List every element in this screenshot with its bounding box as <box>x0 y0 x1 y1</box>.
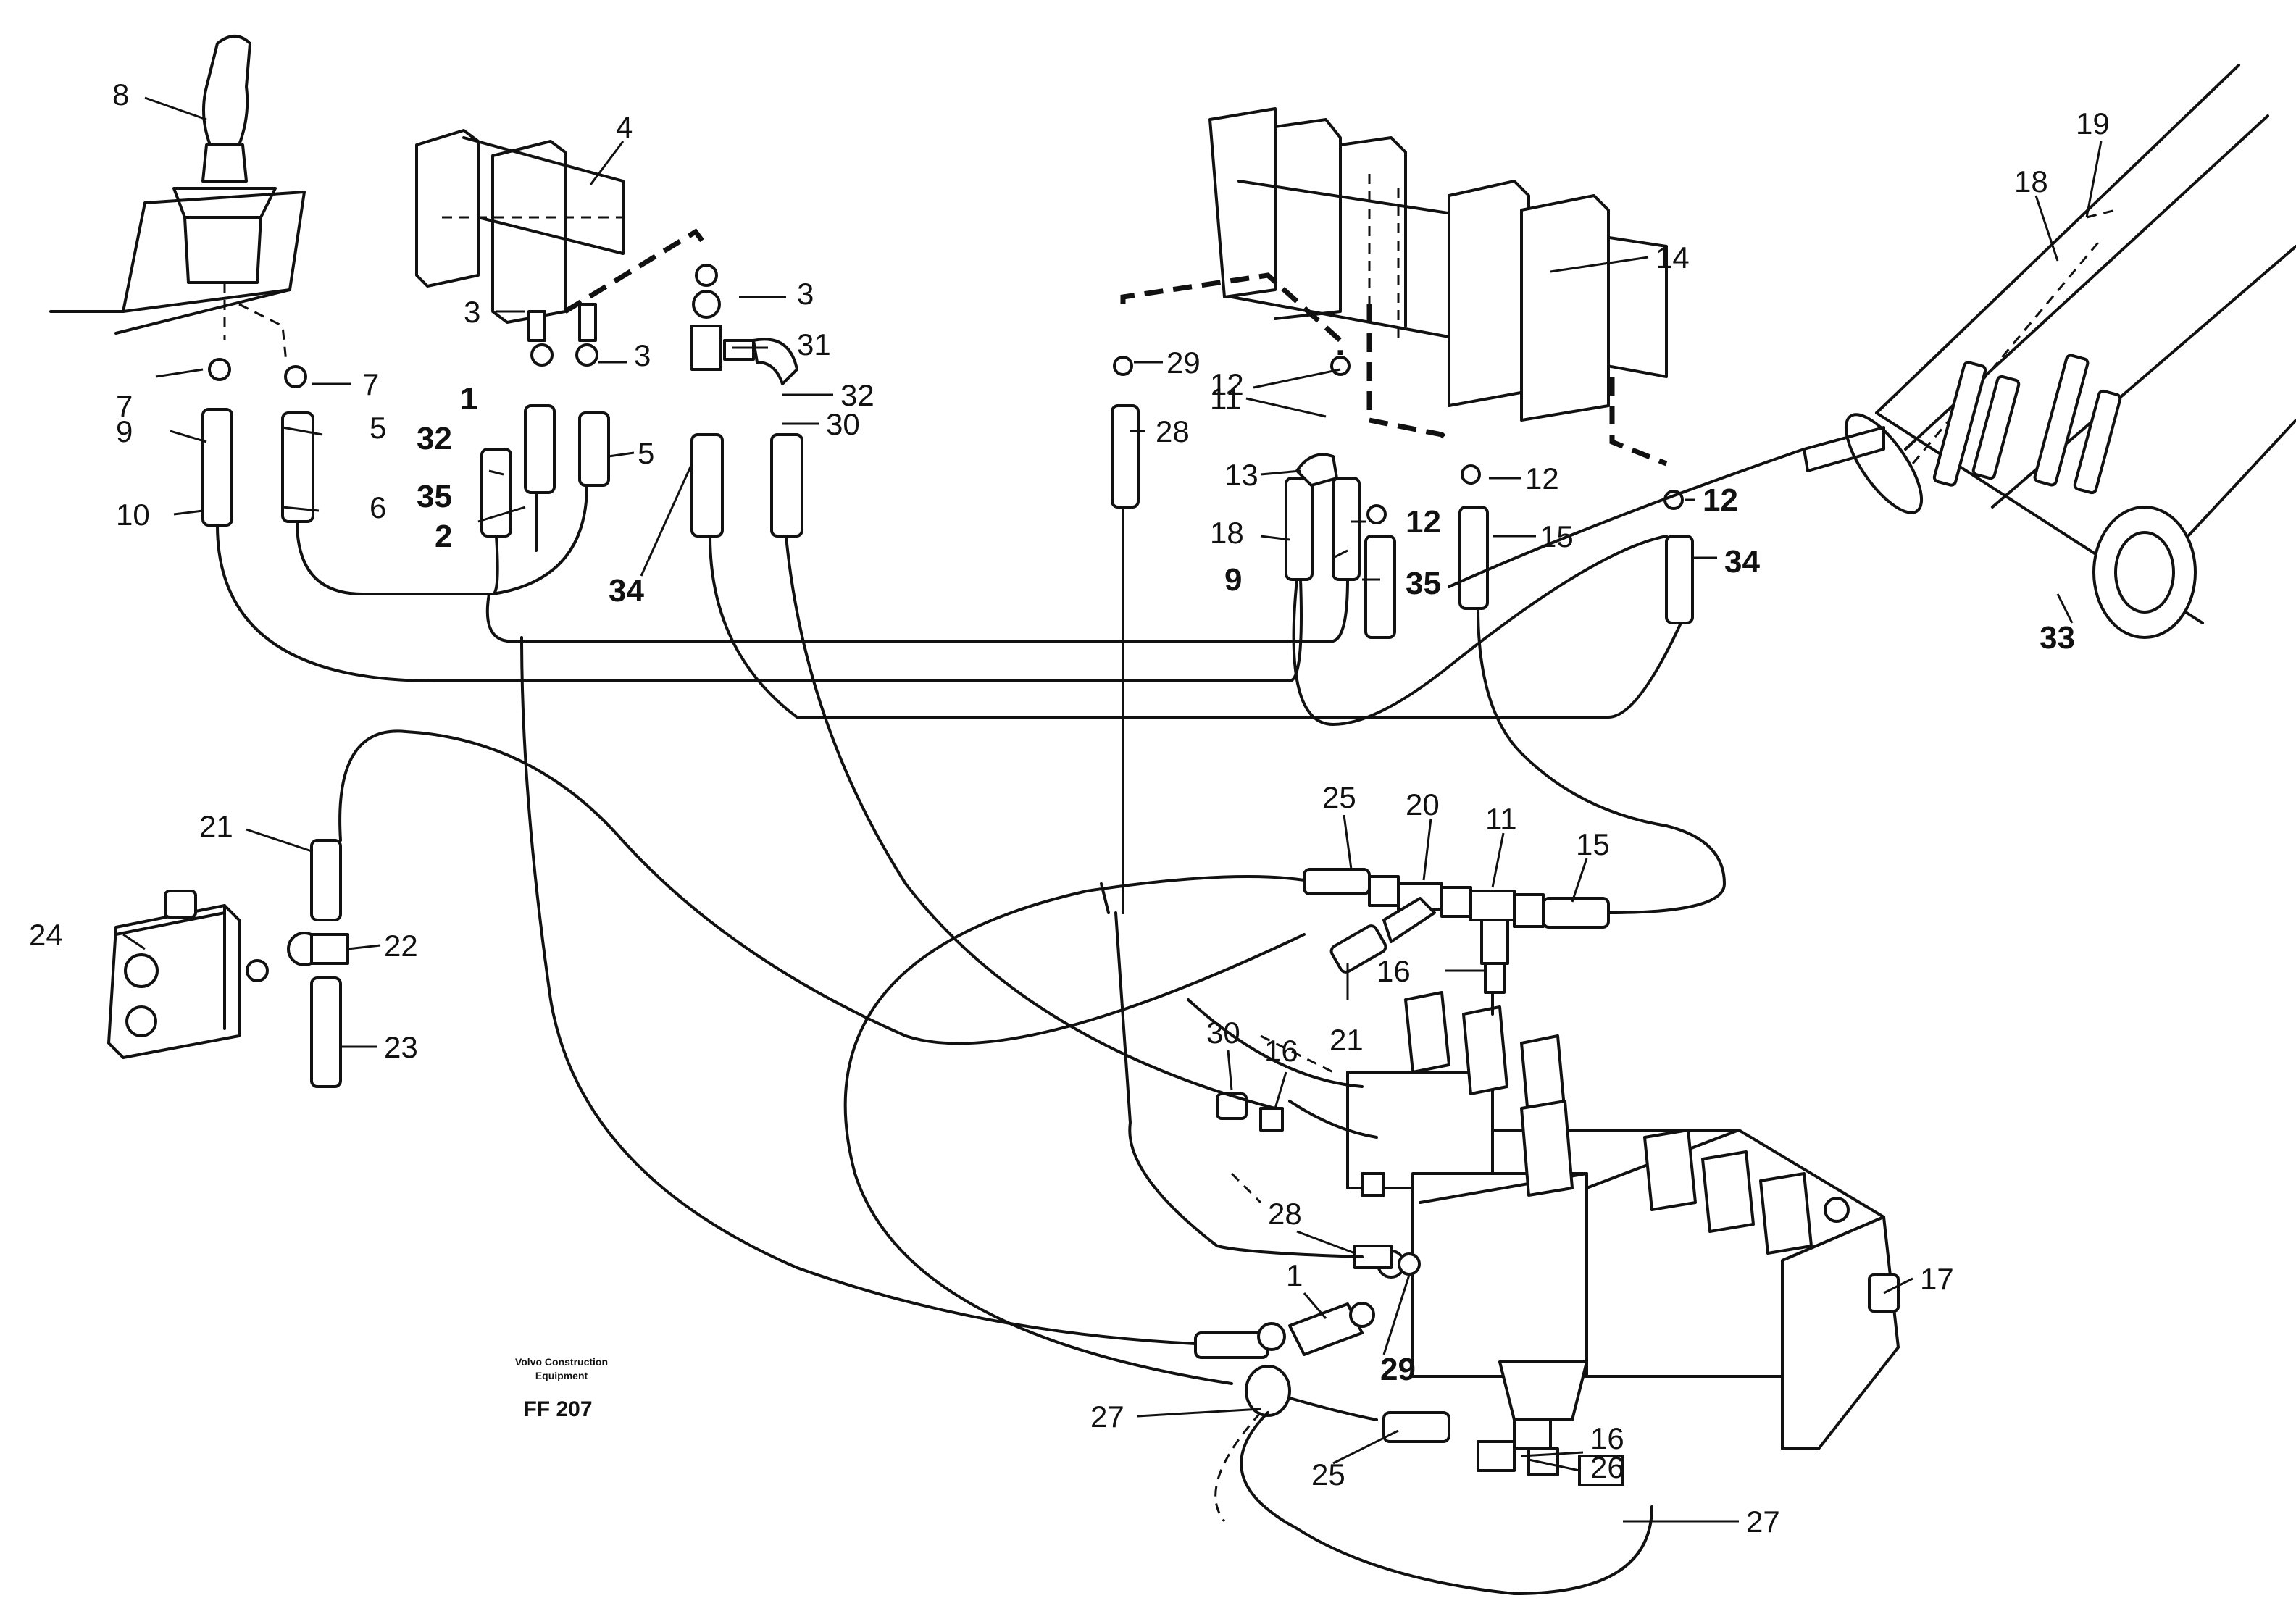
callout-25-b: 25 <box>1311 1457 1345 1492</box>
callout-1-a: 1 <box>460 381 477 417</box>
callout-15-b: 15 <box>1576 827 1610 861</box>
callout-14: 14 <box>1656 241 1690 275</box>
callout-24: 24 <box>29 918 63 952</box>
callout-3-c: 3 <box>797 277 814 311</box>
callout-20: 20 <box>1406 787 1440 821</box>
valve-24 <box>107 839 349 1088</box>
callout-12-c: 12 <box>1525 461 1559 495</box>
callout-11-a: 11 <box>1210 382 1242 416</box>
solenoid-caps <box>1404 991 1813 1255</box>
callout-27-a: 27 <box>1090 1400 1124 1434</box>
callout-5-a: 5 <box>370 411 386 445</box>
footer-block: Volvo Construction Equipment FF 207 <box>515 1356 608 1421</box>
drawing-code: FF 207 <box>523 1397 592 1421</box>
boom-arm-33 <box>1803 64 2296 639</box>
callout-3-a: 3 <box>464 295 480 329</box>
callout-labels: 8 4 3 3 3 7 7 1 32 31 32 9 10 5 6 5 35 2… <box>29 78 2110 1539</box>
callout-12-d: 12 <box>1703 482 1738 518</box>
callout-23: 23 <box>384 1030 418 1064</box>
callout-29-a: 29 <box>1166 346 1201 380</box>
callout-2: 2 <box>435 519 452 554</box>
callout-26: 26 <box>1590 1450 1624 1484</box>
callout-31: 31 <box>797 327 831 361</box>
callout-34-b: 34 <box>1724 544 1760 580</box>
callout-11-b: 11 <box>1485 802 1517 836</box>
brand-line-1: Volvo Construction <box>515 1356 608 1368</box>
callout-29-b: 29 <box>1380 1352 1416 1387</box>
lower-fittings <box>1194 1092 1624 1486</box>
valve-block-4 <box>415 129 625 538</box>
callout-9-a: 9 <box>116 414 133 448</box>
callout-10: 10 <box>116 498 150 532</box>
callout-5-b: 5 <box>638 436 654 470</box>
callout-30-a: 30 <box>826 407 860 441</box>
tee-manifold-20 <box>1303 868 1610 994</box>
callout-16-a: 16 <box>1377 954 1411 988</box>
callout-16-c: 16 <box>1590 1421 1624 1455</box>
main-control-valve-17 <box>1346 991 1900 1450</box>
callout-4: 4 <box>616 110 633 144</box>
callout-12-a: 12 <box>1210 367 1244 401</box>
callout-6: 6 <box>370 490 386 524</box>
callout-12-b: 12 <box>1406 504 1441 540</box>
callout-7-b: 7 <box>362 367 379 401</box>
callout-15-a: 15 <box>1540 519 1574 553</box>
callout-21-b: 21 <box>1329 1023 1364 1057</box>
callout-16-b: 16 <box>1264 1034 1298 1068</box>
callout-9-b: 9 <box>1224 562 1242 598</box>
callout-28-a: 28 <box>1156 414 1190 448</box>
callout-27-b: 27 <box>1746 1505 1780 1539</box>
callout-28-b: 28 <box>1268 1197 1302 1231</box>
valve-block-14 <box>1111 107 1694 639</box>
callout-7-a: 7 <box>116 389 133 423</box>
callout-22: 22 <box>384 929 418 963</box>
callout-19: 19 <box>2076 106 2110 141</box>
callout-35-a: 35 <box>417 479 452 514</box>
callout-33: 33 <box>2040 620 2075 656</box>
callout-1-b: 1 <box>1286 1258 1303 1292</box>
callout-18-a: 18 <box>1210 516 1244 550</box>
callout-3-b: 3 <box>634 338 651 372</box>
tee-fitting-group <box>564 228 803 538</box>
control-lever-assembly <box>49 35 314 527</box>
callout-17: 17 <box>1920 1262 1954 1296</box>
leader-lines <box>122 96 2103 1523</box>
callout-35-b: 35 <box>1406 566 1441 601</box>
callout-8: 8 <box>112 78 129 112</box>
callout-21-a: 21 <box>199 809 233 843</box>
brand-line-2: Equipment <box>535 1370 588 1381</box>
hydraulic-hoses <box>216 448 1806 1595</box>
callout-25-a: 25 <box>1322 780 1356 814</box>
callout-13: 13 <box>1224 458 1258 492</box>
callout-32-a: 32 <box>417 421 452 456</box>
callout-34-a: 34 <box>609 573 644 608</box>
callout-32-b: 32 <box>840 378 874 412</box>
callout-30-b: 30 <box>1206 1016 1240 1050</box>
callout-18-b: 18 <box>2014 164 2048 198</box>
